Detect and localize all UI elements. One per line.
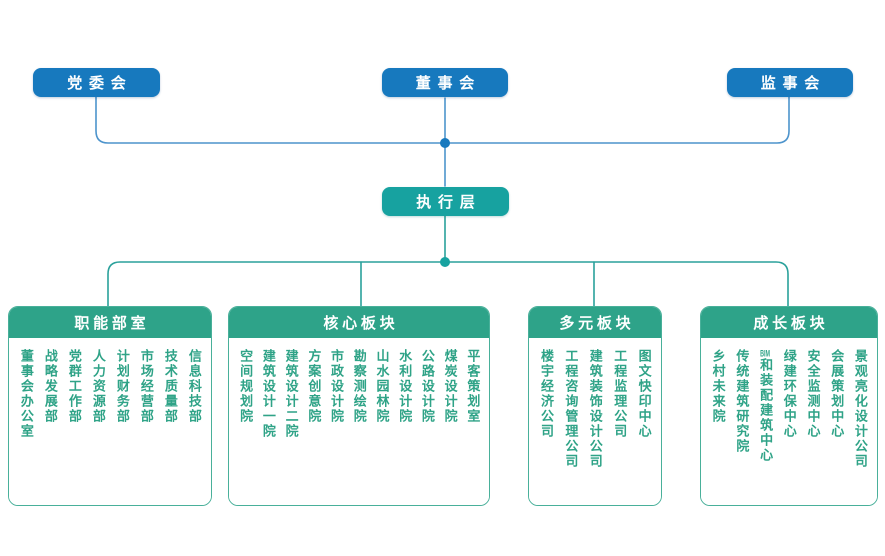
org-item: 市场经营部 — [138, 349, 154, 424]
node-board-of-directors: 董事会 — [382, 68, 508, 97]
org-item: BIM和装配建筑中心 — [758, 349, 774, 463]
node-party-committee: 党委会 — [33, 68, 160, 97]
org-item: 安全监测中心 — [805, 349, 821, 439]
panel-functional-departments: 职能部室 董事会办公室战略发展部党群工作部人力资源部计划财务部市场经营部技术质量… — [8, 306, 212, 506]
node-label: 监事会 — [760, 75, 826, 92]
org-item: 楼宇经济公司 — [539, 349, 555, 439]
org-item: 建筑装饰设计公司 — [587, 349, 603, 469]
org-item: 水利设计院 — [397, 349, 413, 424]
panel-item-list: 乡村未来院传统建筑研究院 BIM和装配建筑中心绿建环保中心安全监测中心会展策划中心… — [701, 338, 877, 505]
org-item: 平客策划室 — [465, 349, 481, 424]
org-item: 传统建筑研究院 — [734, 349, 750, 454]
panel-core-segment: 核心板块 空间规划院建筑设计一院建筑设计二院方案创意院市政设计院勘察测绘院山水园… — [228, 306, 490, 506]
node-label: 党委会 — [67, 75, 133, 92]
org-item: 图文快印中心 — [636, 349, 652, 439]
panel-title: 成长板块 — [701, 307, 877, 338]
org-item: 工程咨询管理公司 — [563, 349, 579, 469]
org-item: 人力资源部 — [90, 349, 106, 424]
org-item: 煤炭设计院 — [442, 349, 458, 424]
panel-item-list: 楼宇经济公司工程咨询管理公司建筑装饰设计公司工程监理公司图文快印中心 — [529, 338, 661, 505]
panel-growth-segment: 成长板块 乡村未来院传统建筑研究院 BIM和装配建筑中心绿建环保中心安全监测中心会… — [700, 306, 878, 506]
connector-teal-bus — [107, 261, 789, 307]
org-item: 公路设计院 — [419, 349, 435, 424]
org-item: 空间规划院 — [238, 349, 254, 424]
org-item: 勘察测绘院 — [351, 349, 367, 424]
org-item: 会展策划中心 — [829, 349, 845, 439]
org-item: 计划财务部 — [114, 349, 130, 424]
org-item: 工程监理公司 — [612, 349, 628, 439]
org-item: 建筑设计二院 — [283, 349, 299, 439]
org-item: 董事会办公室 — [18, 349, 34, 439]
org-item: 技术质量部 — [162, 349, 178, 424]
panel-item-list: 董事会办公室战略发展部党群工作部人力资源部计划财务部市场经营部技术质量部信息科技… — [9, 338, 211, 505]
node-supervisory-board: 监事会 — [727, 68, 853, 97]
junction-dot-blue — [440, 138, 450, 148]
org-item: 建筑设计一院 — [260, 349, 276, 439]
junction-dot-teal — [440, 257, 450, 267]
org-item: 市政设计院 — [329, 349, 345, 424]
node-label: 执行层 — [416, 194, 482, 211]
node-label: 董事会 — [415, 75, 481, 92]
panel-title: 职能部室 — [9, 307, 211, 338]
panel-title: 多元板块 — [529, 307, 661, 338]
org-item: 山水园林院 — [374, 349, 390, 424]
org-item: 乡村未来院 — [710, 349, 726, 424]
org-item: 信息科技部 — [186, 349, 202, 424]
node-executive-layer: 执行层 — [382, 187, 509, 216]
org-item: 方案创意院 — [306, 349, 322, 424]
connector-blue-bus — [95, 96, 790, 144]
panel-item-list: 空间规划院建筑设计一院建筑设计二院方案创意院市政设计院勘察测绘院山水园林院水利设… — [229, 338, 489, 505]
org-item: 战略发展部 — [42, 349, 58, 424]
panel-diversified-segment: 多元板块 楼宇经济公司工程咨询管理公司建筑装饰设计公司工程监理公司图文快印中心 — [528, 306, 662, 506]
panel-title: 核心板块 — [229, 307, 489, 338]
org-item: 绿建环保中心 — [781, 349, 797, 439]
org-item: 景观亮化设计公司 — [852, 349, 868, 469]
org-item: 党群工作部 — [66, 349, 82, 424]
